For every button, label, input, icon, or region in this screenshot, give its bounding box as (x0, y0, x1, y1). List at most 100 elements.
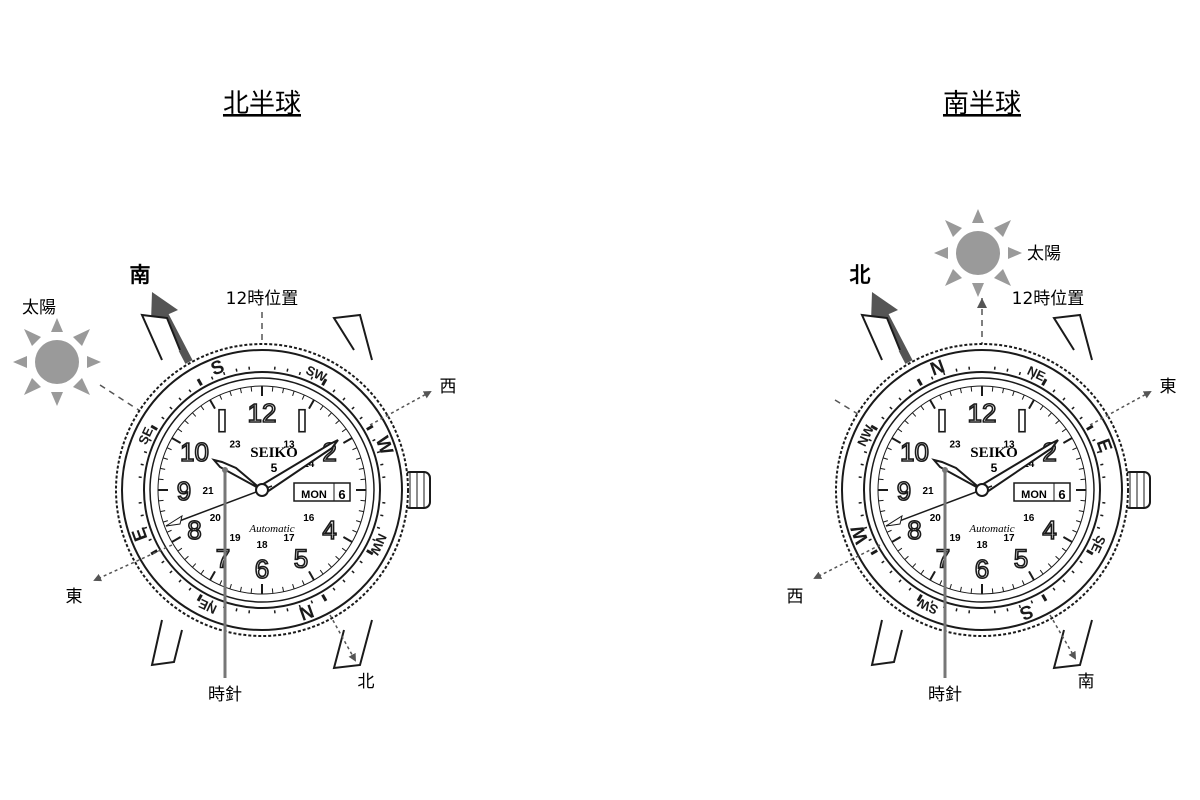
bezel-tick (222, 371, 226, 376)
brand-five: 5 (271, 461, 278, 475)
dial-inner-numeral: 20 (210, 513, 222, 524)
dial-inner-numeral: 18 (256, 540, 268, 551)
bezel-tick (298, 604, 302, 609)
dial-tick (886, 529, 892, 533)
bezel-tick (1096, 450, 1101, 454)
dial-tick (209, 399, 216, 410)
dial-tick (912, 563, 917, 568)
dial-tick (882, 457, 888, 460)
dial-tick (929, 570, 936, 581)
dial-tick (160, 467, 166, 470)
bezel-tick (148, 438, 152, 442)
dial-tick (1047, 412, 1052, 417)
dial-tick (970, 588, 973, 594)
dial-tick (1012, 584, 1015, 590)
dial-tick (358, 510, 364, 513)
dial-numeral: 5 (294, 544, 308, 574)
bezel-tick (1041, 378, 1048, 386)
dial-inner-numeral: 13 (1003, 439, 1015, 450)
dial-tick (1076, 457, 1082, 460)
bezel-label: N (928, 356, 948, 380)
dial-inner-numeral: 23 (949, 439, 961, 450)
dial-tick (970, 386, 973, 392)
east-arrow (93, 544, 173, 582)
sun-icon (934, 209, 1022, 297)
dial-tick (1078, 510, 1084, 513)
dial-inner-numeral: 18 (976, 540, 988, 551)
dial-tick (1028, 570, 1035, 581)
day-date-window (1013, 482, 1071, 502)
dial-tick (1072, 447, 1078, 451)
dial-tick (327, 563, 332, 568)
dial-tick (341, 547, 347, 552)
hour-hand-label: 時針 (928, 685, 962, 705)
dial-inner-numeral: 21 (202, 486, 214, 497)
dial-tick (342, 437, 353, 444)
dial-tick (271, 588, 274, 594)
dial-index-bar (218, 408, 226, 433)
date-text: 6 (1058, 487, 1065, 502)
bezel-tick (868, 438, 872, 442)
dial-tick (239, 586, 242, 592)
dial-numeral: 8 (907, 515, 921, 545)
dial-tick (1062, 437, 1073, 444)
bezel-tick (1030, 600, 1034, 604)
bezel-tick (930, 376, 934, 380)
bezel-tick (955, 368, 958, 372)
dial-tick (929, 399, 936, 410)
dial-numeral: 4 (322, 515, 336, 545)
right-direction-label: 西 (440, 377, 457, 397)
bezel-tick (169, 570, 173, 574)
left-direction-label: 西 (787, 587, 804, 607)
bezel-tick (1071, 570, 1075, 574)
bezel-tick (881, 416, 885, 420)
dial-tick (1078, 467, 1084, 470)
dial-tick (891, 536, 902, 543)
hour-hand-label: 時針 (208, 685, 242, 705)
pointer-label: 北 (850, 263, 871, 287)
bezel-tick (286, 608, 289, 612)
dial-numeral: 10 (180, 437, 209, 467)
dial-tick (1061, 428, 1067, 433)
bezel-tick (310, 600, 314, 604)
dial-numerals: 12245678910131416171819202123 (176, 397, 338, 585)
bezel-tick (863, 450, 868, 454)
dial-tick (319, 405, 324, 411)
dial-tick (1055, 420, 1060, 425)
bezel-tick (916, 594, 923, 602)
bezel-tick (908, 389, 912, 393)
dial-inner-numeral: 19 (229, 533, 241, 544)
dial-tick (301, 580, 305, 586)
dial-numeral: 5 (1014, 544, 1028, 574)
dial-tick (352, 529, 358, 533)
bezel-tick (908, 587, 912, 591)
bezel-tick (870, 424, 878, 431)
dial-numeral: 4 (1042, 515, 1056, 545)
bezel-tick (1062, 397, 1066, 401)
brand-five: 5 (991, 461, 998, 475)
sun-label: 太陽 (22, 298, 56, 318)
dial-tick (335, 420, 340, 425)
bezel-tick (332, 389, 336, 393)
bezel-tick (1018, 371, 1022, 376)
dial-tick (882, 520, 888, 523)
dial-tick (904, 420, 909, 425)
dial-inner-numeral: 17 (1003, 533, 1015, 544)
bezel-tick (178, 397, 182, 401)
dial-tick (335, 555, 340, 560)
dial-tick (1021, 394, 1025, 400)
bezel-tick (955, 608, 958, 612)
west-arrow (813, 544, 881, 579)
dial-tick (200, 569, 205, 575)
dial-tick (939, 394, 943, 400)
dial-tick (356, 457, 362, 460)
bezel-tick (366, 549, 374, 556)
dial-tick (1080, 478, 1086, 481)
dial-tick (171, 536, 182, 543)
dial-tick (886, 447, 892, 451)
bezel-tick (1052, 389, 1056, 393)
